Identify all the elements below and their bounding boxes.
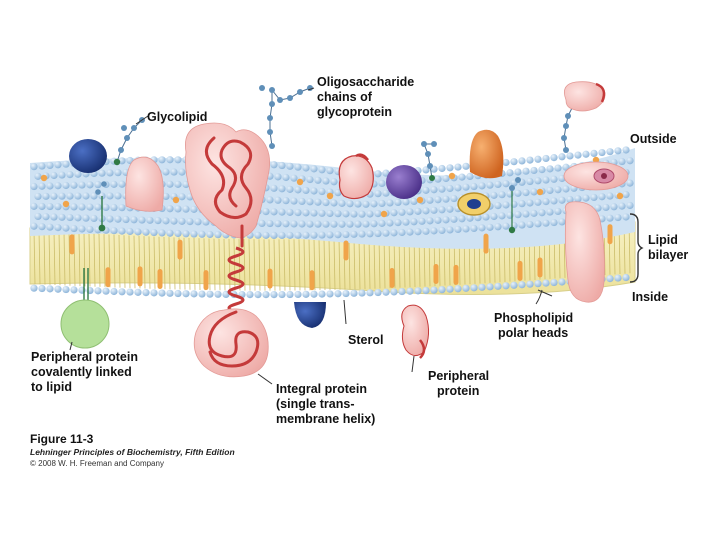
leader-lines [69,87,553,385]
green-peripheral-protein [60,268,110,349]
label-outside: Outside [630,132,677,146]
label-integral-3: membrane helix) [276,412,375,426]
label-phospholipid-2: polar heads [498,326,568,340]
transmembrane-helix [227,246,245,314]
label-peripheral-covalent-2: covalently linked [31,365,132,379]
purple-surface-protein [386,165,422,199]
navy-inner-peripheral-protein [294,302,326,328]
caption-figure-number: Figure 11-3 [30,432,94,446]
orange-integral-protein [469,129,504,179]
glycolipid-anchor [95,181,107,232]
glycoprotein-branch-chain [421,141,437,181]
caption-book-title: Lehninger Principles of Biochemistry, Fi… [30,447,235,457]
integral-protein-chain-loops [205,136,253,248]
label-lipid-bilayer-1: Lipid [648,233,678,247]
label-peripheral-2: protein [437,384,479,398]
right-glycolipid-chain [508,177,521,234]
outer-peripheral-protein [338,155,374,200]
bilayer-bracket [629,213,644,283]
label-lipid-bilayer-2: bilayer [648,248,688,262]
label-phospholipid-1: Phospholipid [494,311,573,325]
label-oligosaccharide-2: chains of [317,90,373,104]
label-oligosaccharide-1: Oligosaccharide [317,75,414,89]
label-oligosaccharide-3: glycoprotein [317,105,392,119]
label-inside: Inside [632,290,668,304]
label-peripheral-covalent-1: Peripheral protein [31,350,138,364]
right-integral-protein [563,161,629,303]
label-sterol: Sterol [348,333,383,347]
peripheral-protein-edge [418,339,426,359]
navy-surface-protein [69,139,107,173]
label-peripheral-1: Peripheral [428,369,489,383]
channel-protein [457,192,491,216]
caption-copyright: © 2008 W. H. Freeman and Company [30,459,164,468]
label-integral-1: Integral protein [276,382,367,396]
glycoprotein-top-right [561,81,606,153]
integral-protein-cytoplasmic-loops [207,310,260,368]
outer-peripheral-protein-edge [355,153,369,161]
label-peripheral-covalent-3: to lipid [31,380,72,394]
pink-embedded-protein [125,156,164,212]
glycolipid-sugar-chain [113,117,145,166]
glycoprotein-sugar-chain [259,85,313,149]
label-integral-2: (single trans- [276,397,355,411]
label-glycolipid: Glycolipid [147,110,207,124]
